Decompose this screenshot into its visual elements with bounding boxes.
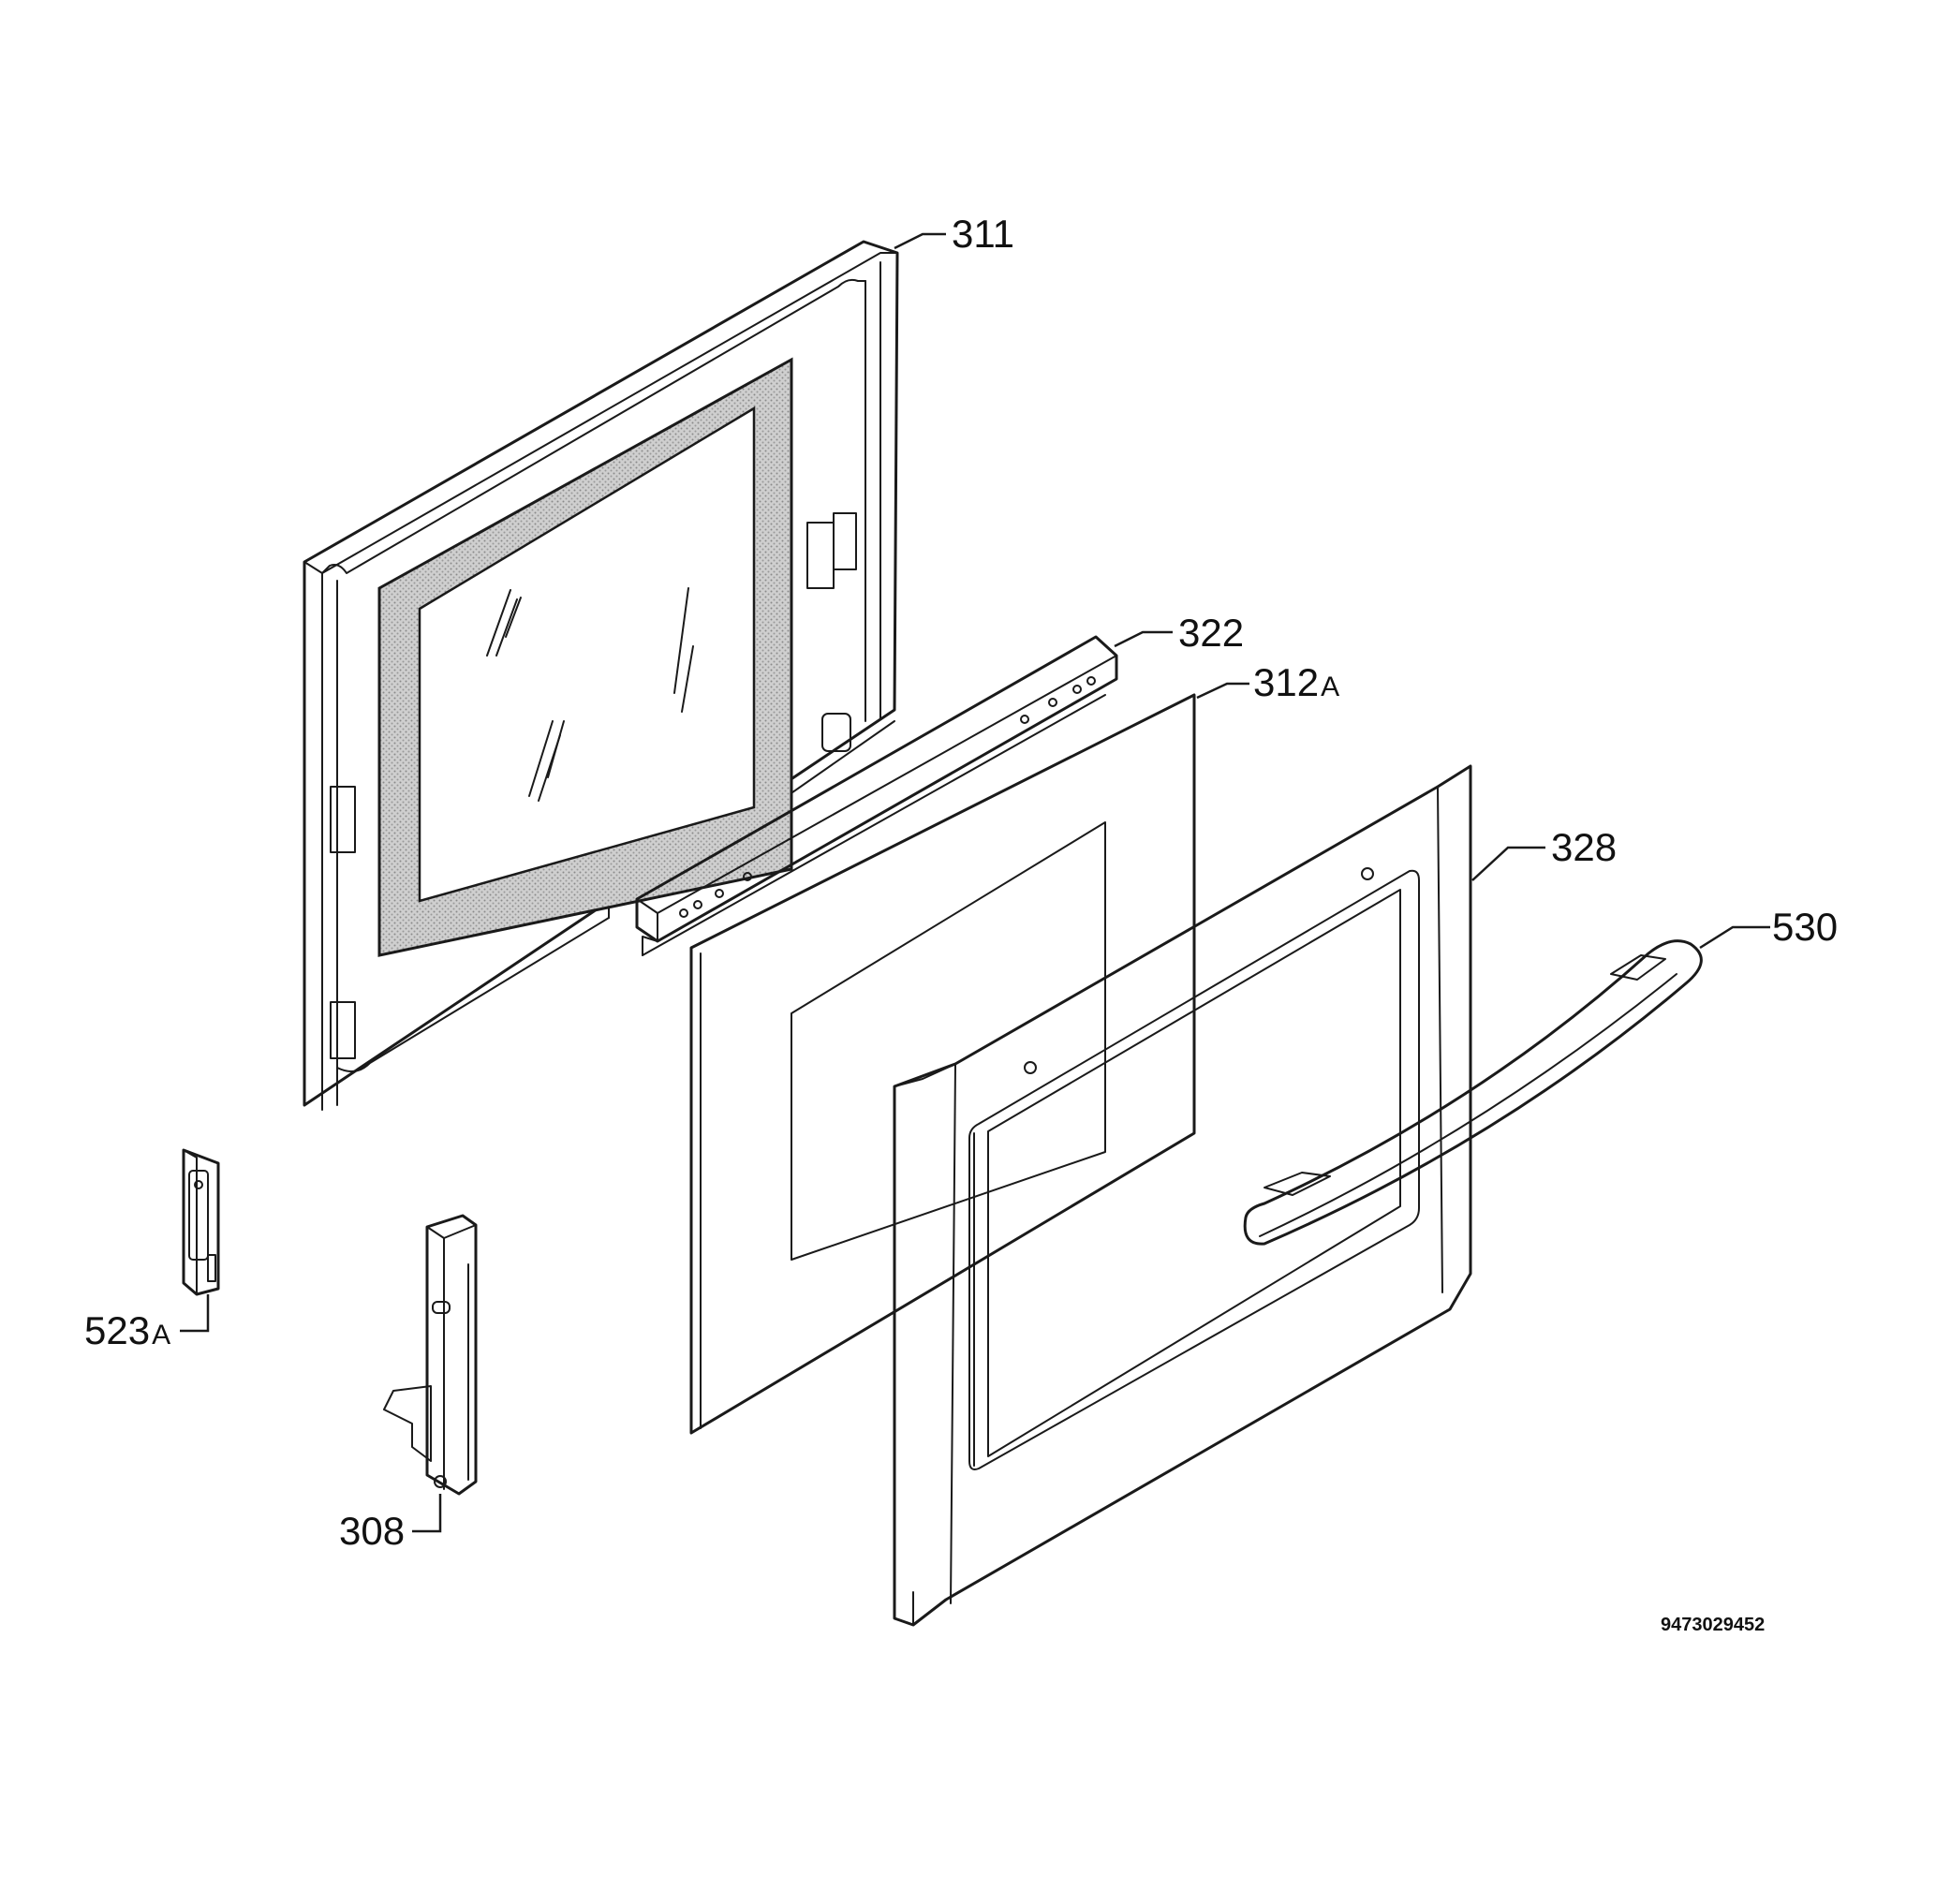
part-312A-glass-pane[interactable] — [689, 693, 1196, 1435]
part-530-handle-bar[interactable] — [1243, 939, 1703, 1246]
callout-328: 328 — [1471, 825, 1617, 881]
part-328-outer-door-frame[interactable] — [893, 764, 1472, 1627]
callout-308: 308 — [339, 1494, 442, 1553]
document-number: 9473029452 — [1661, 1615, 1765, 1635]
part-311-inner-door-panel[interactable] — [303, 240, 899, 1111]
callout-312A-label: 312A — [1253, 660, 1339, 704]
callout-311-label: 311 — [952, 212, 1014, 256]
callout-312A: 312A — [1196, 660, 1339, 704]
callout-322: 322 — [1114, 611, 1244, 655]
callout-523A: 523A — [84, 1294, 210, 1352]
part-523A-latch-bracket[interactable] — [182, 1148, 220, 1296]
callout-308-label: 308 — [339, 1509, 405, 1553]
part-322-mounting-rail[interactable] — [635, 635, 1118, 956]
callout-322-label: 322 — [1178, 611, 1244, 655]
callout-311: 311 — [894, 212, 1014, 256]
callout-530-label: 530 — [1772, 905, 1838, 949]
part-308-hinge[interactable] — [383, 1214, 478, 1496]
callout-523A-label: 523A — [84, 1308, 170, 1352]
callout-530: 530 — [1699, 905, 1838, 950]
callout-328-label: 328 — [1551, 825, 1617, 869]
